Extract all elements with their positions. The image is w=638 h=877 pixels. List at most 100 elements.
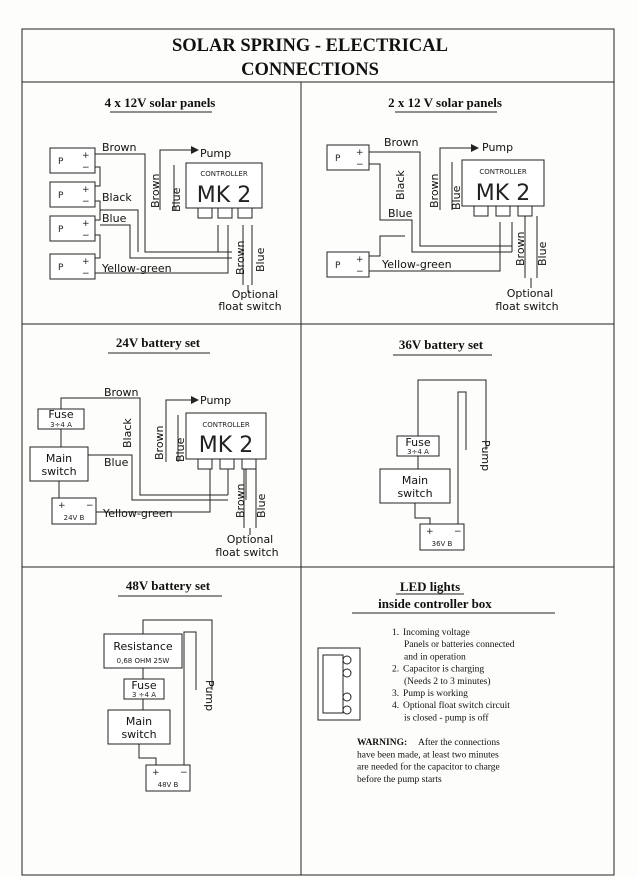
label-pump: Pump [479, 440, 492, 471]
brown-wire [369, 151, 512, 247]
plus-terminal: + [356, 148, 364, 158]
label-float-switch: float switch [495, 300, 558, 313]
solar-panel-2 [49, 181, 96, 208]
panel-4x12v-diagram: 4 x 12V solar panels P P P P + − + − + −… [49, 95, 282, 313]
controller-box [185, 412, 267, 460]
label-blue: Blue [104, 456, 129, 469]
led-item-number: 3. [392, 689, 399, 699]
label-blue-vertical: Blue [450, 185, 463, 210]
plus-terminal: + [82, 185, 90, 195]
warning-line: before the pump starts [357, 774, 442, 785]
plus-terminal: + [82, 219, 90, 229]
fuse-box [123, 678, 165, 700]
battery-36v-diagram: 36V battery set Fuse 3÷4 A Main switch +… [379, 337, 492, 551]
fuse-rating: 3 ÷4 A [132, 691, 156, 699]
label-float-switch: float switch [215, 546, 278, 559]
float-switch-wire [243, 469, 257, 535]
panel-label: P [58, 191, 64, 201]
led-item-text: Capacitor is charging [403, 665, 484, 675]
controller-label: CONTROLLER [479, 168, 527, 176]
led-item-number: 1. [392, 628, 399, 638]
solar-panel-2 [326, 251, 370, 278]
warning-label: WARNING: [357, 738, 407, 748]
connector [197, 207, 213, 219]
float-switch-wire [524, 216, 538, 288]
solar-panel-1 [49, 147, 96, 174]
fuse-label: Fuse [131, 679, 156, 692]
label-blue: Blue [388, 207, 413, 220]
battery-48v-diagram: 48V battery set Resistance 0,68 OHM 25W … [103, 578, 222, 792]
label-yellow-green: Yellow-green [102, 507, 173, 520]
panel-2x12v-diagram: 2 x 12 V solar panels P P + − + − Brown … [326, 95, 559, 313]
pump-wire [439, 144, 479, 210]
label-pump: Pump [203, 680, 216, 711]
brown-wire [95, 153, 232, 253]
minus-terminal: − [356, 160, 364, 170]
minus-terminal: − [356, 267, 364, 277]
led-lights-section: LED lights inside controller box 1.Incom… [317, 579, 555, 785]
controller-board [317, 647, 361, 721]
solar-panel-3 [49, 215, 96, 242]
yellow-green-wire [96, 466, 211, 513]
controller-box [461, 159, 545, 207]
led-item-number: 2. [392, 665, 399, 675]
connector [473, 205, 489, 217]
minus-terminal: − [82, 197, 90, 207]
led-item-text: Panels or batteries connected [404, 640, 515, 650]
fuse-label: Fuse [405, 436, 430, 449]
page-title-line2: CONNECTIONS [241, 60, 379, 80]
sheet-frame [21, 28, 615, 876]
controller-box [185, 162, 263, 209]
label-optional: Optional [227, 533, 274, 546]
battery-48v [145, 764, 191, 792]
led-item-text: Pump is working [403, 689, 468, 699]
float-switch-wire [242, 225, 253, 292]
minus-terminal: − [180, 768, 188, 778]
label-black-vertical: Black [394, 170, 407, 200]
plus-terminal: + [356, 255, 364, 265]
plus-terminal: + [82, 151, 90, 161]
brown-wire [60, 397, 228, 496]
battery-label: 48V B [158, 781, 179, 789]
label-yellow-green: Yellow-green [381, 258, 452, 271]
label-brown-vertical: Brown [234, 240, 247, 275]
connector [219, 458, 235, 470]
led-4-icon [342, 705, 352, 715]
fuse-label: Fuse [48, 408, 73, 421]
battery-label: 24V B [64, 514, 85, 522]
main-switch-box [29, 446, 89, 482]
led-item-text: (Needs 2 to 3 minutes) [404, 676, 491, 687]
connector [495, 205, 511, 217]
label-brown-vertical: Brown [153, 425, 166, 460]
label-black: Black [102, 191, 132, 204]
fuse-rating: 3÷4 A [407, 448, 429, 456]
page-title-line1: SOLAR SPRING - ELECTRICAL [172, 36, 448, 56]
warning-line: are needed for the capacitor to charge [357, 762, 500, 773]
label-brown-vertical: Brown [234, 483, 247, 518]
label-optional: Optional [507, 287, 554, 300]
solar-panel-1 [326, 144, 370, 171]
label-float-switch: float switch [218, 300, 281, 313]
minus-terminal: − [86, 501, 94, 511]
label-blue-vertical: Blue [170, 187, 183, 212]
label-brown-vertical: Brown [149, 173, 162, 208]
led-3-icon [342, 692, 352, 702]
battery-24v-diagram: 24V battery set Fuse 3÷4 A Main switch +… [29, 335, 279, 559]
main-switch-label-2: switch [41, 465, 76, 478]
plus-terminal: + [152, 768, 160, 778]
connector [217, 207, 233, 219]
warning-line: After the connections [418, 737, 500, 748]
section-subtitle-led: inside controller box [378, 596, 492, 611]
panel-label: P [58, 157, 64, 167]
label-pump: Pump [200, 394, 231, 407]
label-brown: Brown [102, 141, 137, 154]
battery-label: 36V B [432, 540, 453, 548]
main-switch-label-2: switch [397, 487, 432, 500]
plus-terminal: + [58, 501, 66, 511]
label-blue-vertical: Blue [255, 493, 268, 518]
led-2-icon [342, 668, 352, 678]
pump-wire [417, 379, 487, 450]
label-blue: Blue [102, 212, 127, 225]
